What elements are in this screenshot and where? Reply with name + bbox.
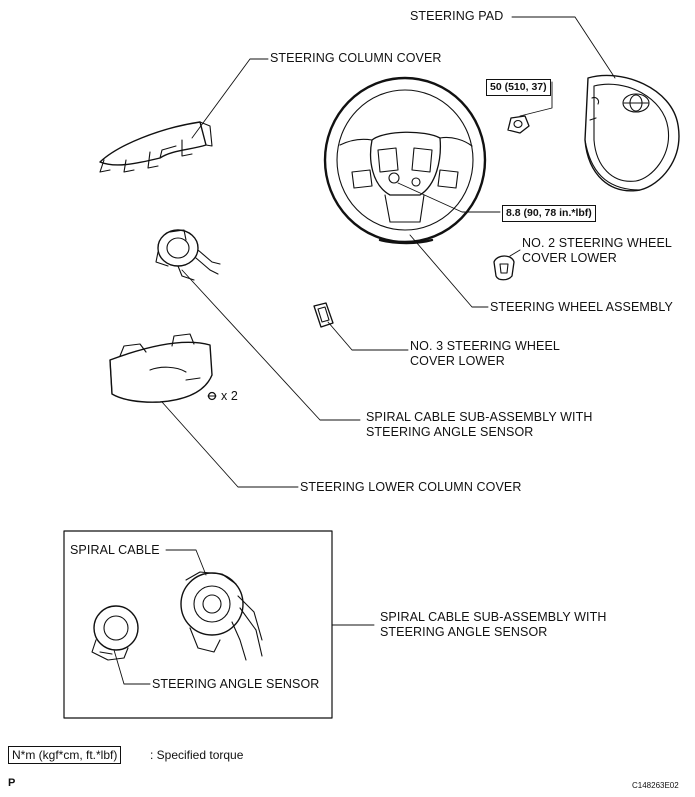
- torque-nut-spec: 50 (510, 37): [486, 79, 551, 96]
- label-spiral-sub2-line1: SPIRAL CABLE SUB-ASSEMBLY WITH: [380, 610, 607, 624]
- torque-nut-part: [507, 115, 530, 134]
- steering-column-cover-part: [99, 121, 213, 173]
- steering-wheel-part: [323, 76, 487, 245]
- label-spiral-cable: SPIRAL CABLE: [70, 543, 160, 557]
- lower-column-cover-part: [109, 333, 213, 403]
- label-lower-column-cover: STEERING LOWER COLUMN COVER: [300, 480, 522, 494]
- label-screw-qty: x 2: [221, 389, 238, 403]
- page-letter: P: [8, 777, 16, 789]
- steering-angle-sensor-part: [91, 605, 139, 661]
- label-steering-column-cover: STEERING COLUMN COVER: [270, 51, 442, 65]
- no3-cover-part: [313, 302, 334, 328]
- label-no2-cover-line2: COVER LOWER: [522, 251, 617, 265]
- label-no2-cover-line1: NO. 2 STEERING WHEEL: [522, 236, 672, 250]
- label-steering-angle-sensor: STEERING ANGLE SENSOR: [152, 677, 320, 691]
- legend-unit-box: N*m (kgf*cm, ft.*lbf): [8, 746, 122, 764]
- figure-code: C148263E02: [632, 781, 679, 790]
- steering-pad-part: [584, 74, 680, 192]
- label-steering-wheel-assembly: STEERING WHEEL ASSEMBLY: [490, 300, 673, 314]
- label-spiral-sub1-line1: SPIRAL CABLE SUB-ASSEMBLY WITH: [366, 410, 593, 424]
- leader-lines: [113, 16, 616, 685]
- no2-cover-part: [493, 255, 515, 281]
- legend-meaning: : Specified torque: [150, 748, 244, 762]
- label-no3-cover-line2: COVER LOWER: [410, 354, 505, 368]
- spiral-cable-detail-part: [180, 571, 263, 661]
- screw-part: [207, 391, 217, 401]
- torque-bolt-spec: 8.8 (90, 78 in.*lbf): [502, 205, 596, 222]
- detail-box: [63, 530, 333, 719]
- label-spiral-sub2-line2: STEERING ANGLE SENSOR: [380, 625, 548, 639]
- spiral-cable-assembly-part: [155, 229, 221, 281]
- label-steering-pad: STEERING PAD: [410, 9, 504, 23]
- label-spiral-sub1-line2: STEERING ANGLE SENSOR: [366, 425, 534, 439]
- label-no3-cover-line1: NO. 3 STEERING WHEEL: [410, 339, 560, 353]
